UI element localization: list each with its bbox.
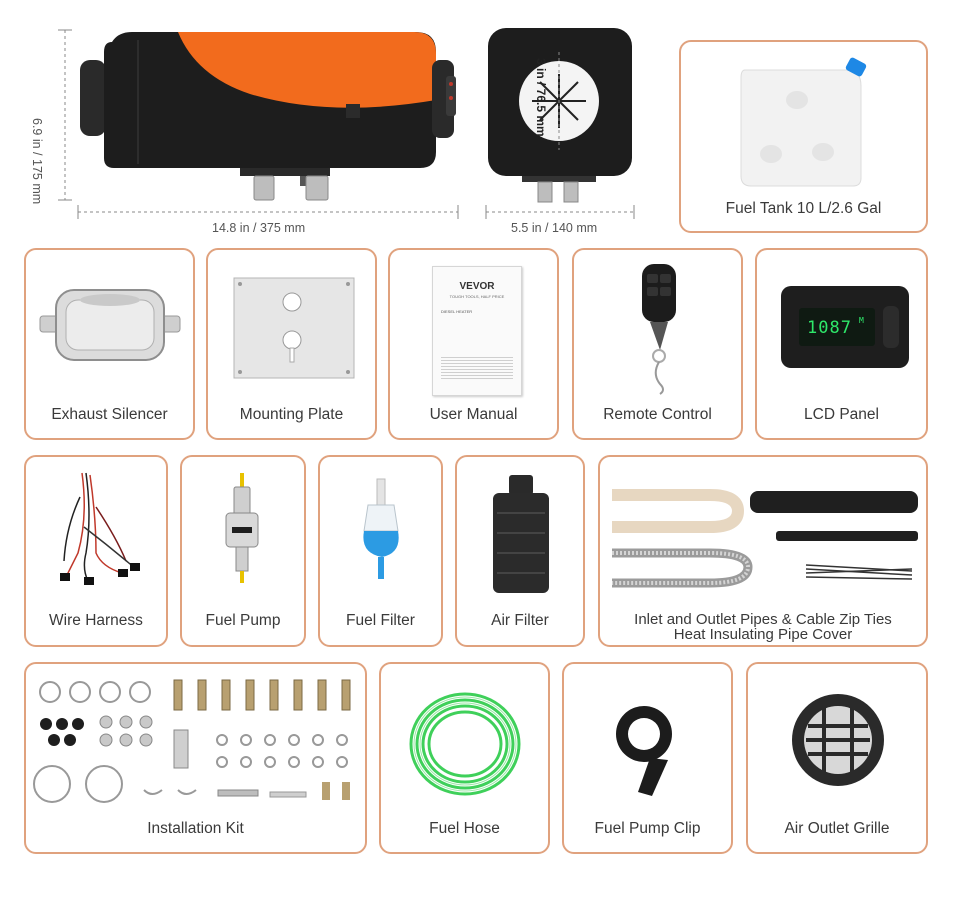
fuel-filter-image (363, 478, 399, 579)
lcd-reading: 1087 (807, 318, 852, 338)
air-filter-label: Air Filter (491, 612, 549, 629)
manual-brand: VEVOR (459, 281, 495, 292)
fuel-hose-card: Fuel Hose (379, 662, 550, 854)
remote-control-card: Remote Control (572, 248, 743, 440)
installation-kit-image (33, 679, 351, 803)
fuel-hose-label: Fuel Hose (429, 820, 500, 837)
air-filter-card: Air Filter (455, 455, 585, 647)
fuel-tank-image (740, 57, 867, 187)
air-outlet-grille-card: Air Outlet Grille (746, 662, 928, 854)
air-outlet-grille-label: Air Outlet Grille (784, 820, 890, 837)
wire-harness-image (60, 472, 140, 585)
fuel-tank-card: Fuel Tank 10 L/2.6 Gal (679, 40, 928, 233)
heater-width-label: 5.5 in / 140 mm (511, 221, 598, 235)
manual-tagline: TOUGH TOOLS, HALF PRICE (449, 294, 505, 299)
exhaust-silencer-image (39, 289, 181, 361)
fuel-pump-image (225, 473, 259, 583)
pipes-zip-ties-card: Inlet and Outlet Pipes & Cable Zip Ties … (598, 455, 928, 647)
fuel-pump-clip-card: Fuel Pump Clip (562, 662, 733, 854)
fuel-filter-label: Fuel Filter (346, 612, 415, 629)
fuel-hose-image (409, 692, 521, 796)
fuel-tank-label: Fuel Tank 10 L/2.6 Gal (725, 200, 882, 217)
pipes-zip-ties-image (612, 489, 918, 588)
fuel-pump-clip-label: Fuel Pump Clip (594, 820, 701, 837)
user-manual-image: VEVOR TOUGH TOOLS, HALF PRICE DIESEL HEA… (432, 266, 522, 396)
lcd-panel-image: 1087 M (781, 286, 909, 368)
fuel-filter-card: Fuel Filter (318, 455, 443, 647)
air-filter-image (493, 475, 549, 593)
user-manual-card: VEVOR TOUGH TOOLS, HALF PRICE DIESEL HEA… (388, 248, 559, 440)
user-manual-label: User Manual (429, 406, 518, 423)
fuel-pump-clip-image (616, 706, 672, 796)
heat-pipe-cover-label: Heat Insulating Pipe Cover (673, 626, 853, 643)
fuel-pump-label: Fuel Pump (205, 612, 281, 629)
outlet-diameter-label: 3 in / 76.5 mm (534, 58, 548, 137)
wire-harness-label: Wire Harness (49, 612, 143, 629)
manual-title: DIESEL HEATER (441, 309, 473, 314)
remote-control-image (642, 264, 676, 395)
mounting-plate-image (233, 277, 355, 379)
lcd-panel-card: 1087 M LCD Panel (755, 248, 928, 440)
lcd-screen: 1087 M (799, 308, 875, 346)
installation-kit-card: Installation Kit (24, 662, 367, 854)
exhaust-silencer-card: Exhaust Silencer (24, 248, 195, 440)
pipes-zip-ties-label: Inlet and Outlet Pipes & Cable Zip Ties (634, 611, 892, 628)
mounting-plate-card: Mounting Plate (206, 248, 377, 440)
lcd-buttons (883, 306, 899, 348)
wire-harness-card: Wire Harness (24, 455, 168, 647)
heater-end-illustration (485, 28, 635, 219)
lcd-unit: M (859, 316, 864, 325)
lcd-panel-label: LCD Panel (804, 406, 879, 423)
fuel-pump-card: Fuel Pump (180, 455, 306, 647)
heater-length-label: 14.8 in / 375 mm (212, 221, 306, 235)
air-outlet-grille-image (792, 694, 884, 786)
heater-body-illustration (58, 29, 459, 219)
installation-kit-label: Installation Kit (147, 820, 244, 837)
manual-text-lines (441, 355, 513, 381)
exhaust-silencer-label: Exhaust Silencer (51, 406, 168, 423)
remote-control-label: Remote Control (603, 406, 712, 423)
mounting-plate-label: Mounting Plate (239, 406, 344, 423)
